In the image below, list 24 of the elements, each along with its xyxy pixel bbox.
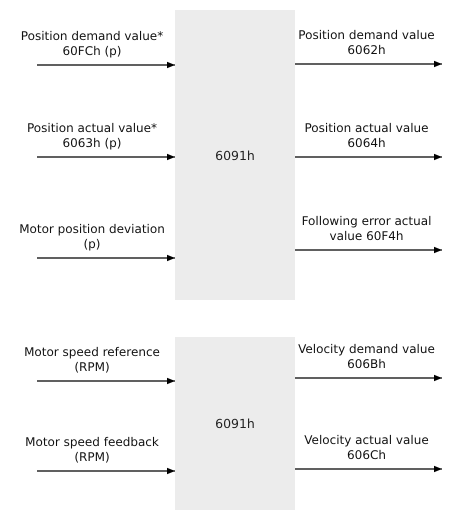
arrow (37, 154, 175, 160)
arrow (37, 254, 175, 262)
edge-label: Position demand value 6062h (297, 28, 436, 58)
edge-label: Velocity demand value 606Bh (297, 342, 436, 372)
edge-label: Position demand value* 60FCh (p) (20, 29, 164, 59)
block-label: 6091h (215, 148, 255, 162)
edge-label: Motor position deviation (p) (18, 222, 166, 252)
edge-label: Following error actual value 60F4h (300, 214, 432, 244)
arrow (37, 62, 175, 68)
function-block (175, 337, 295, 510)
arrow (295, 374, 442, 382)
edge-label: Position actual value 6064h (303, 121, 430, 151)
arrow (295, 246, 442, 254)
arrow (37, 468, 175, 474)
function-block (175, 10, 295, 300)
arrow (295, 60, 442, 68)
arrow (295, 154, 442, 160)
edge-label: Motor speed reference (RPM) (23, 345, 161, 375)
edge-label: Motor speed feedback (RPM) (24, 435, 160, 465)
edge-label: Position actual value* 6063h (p) (26, 121, 158, 151)
block-label: 6091h (215, 416, 255, 431)
arrow (295, 466, 442, 472)
edge-label: Velocity actual value 606Ch (303, 433, 430, 463)
arrow (37, 378, 175, 384)
